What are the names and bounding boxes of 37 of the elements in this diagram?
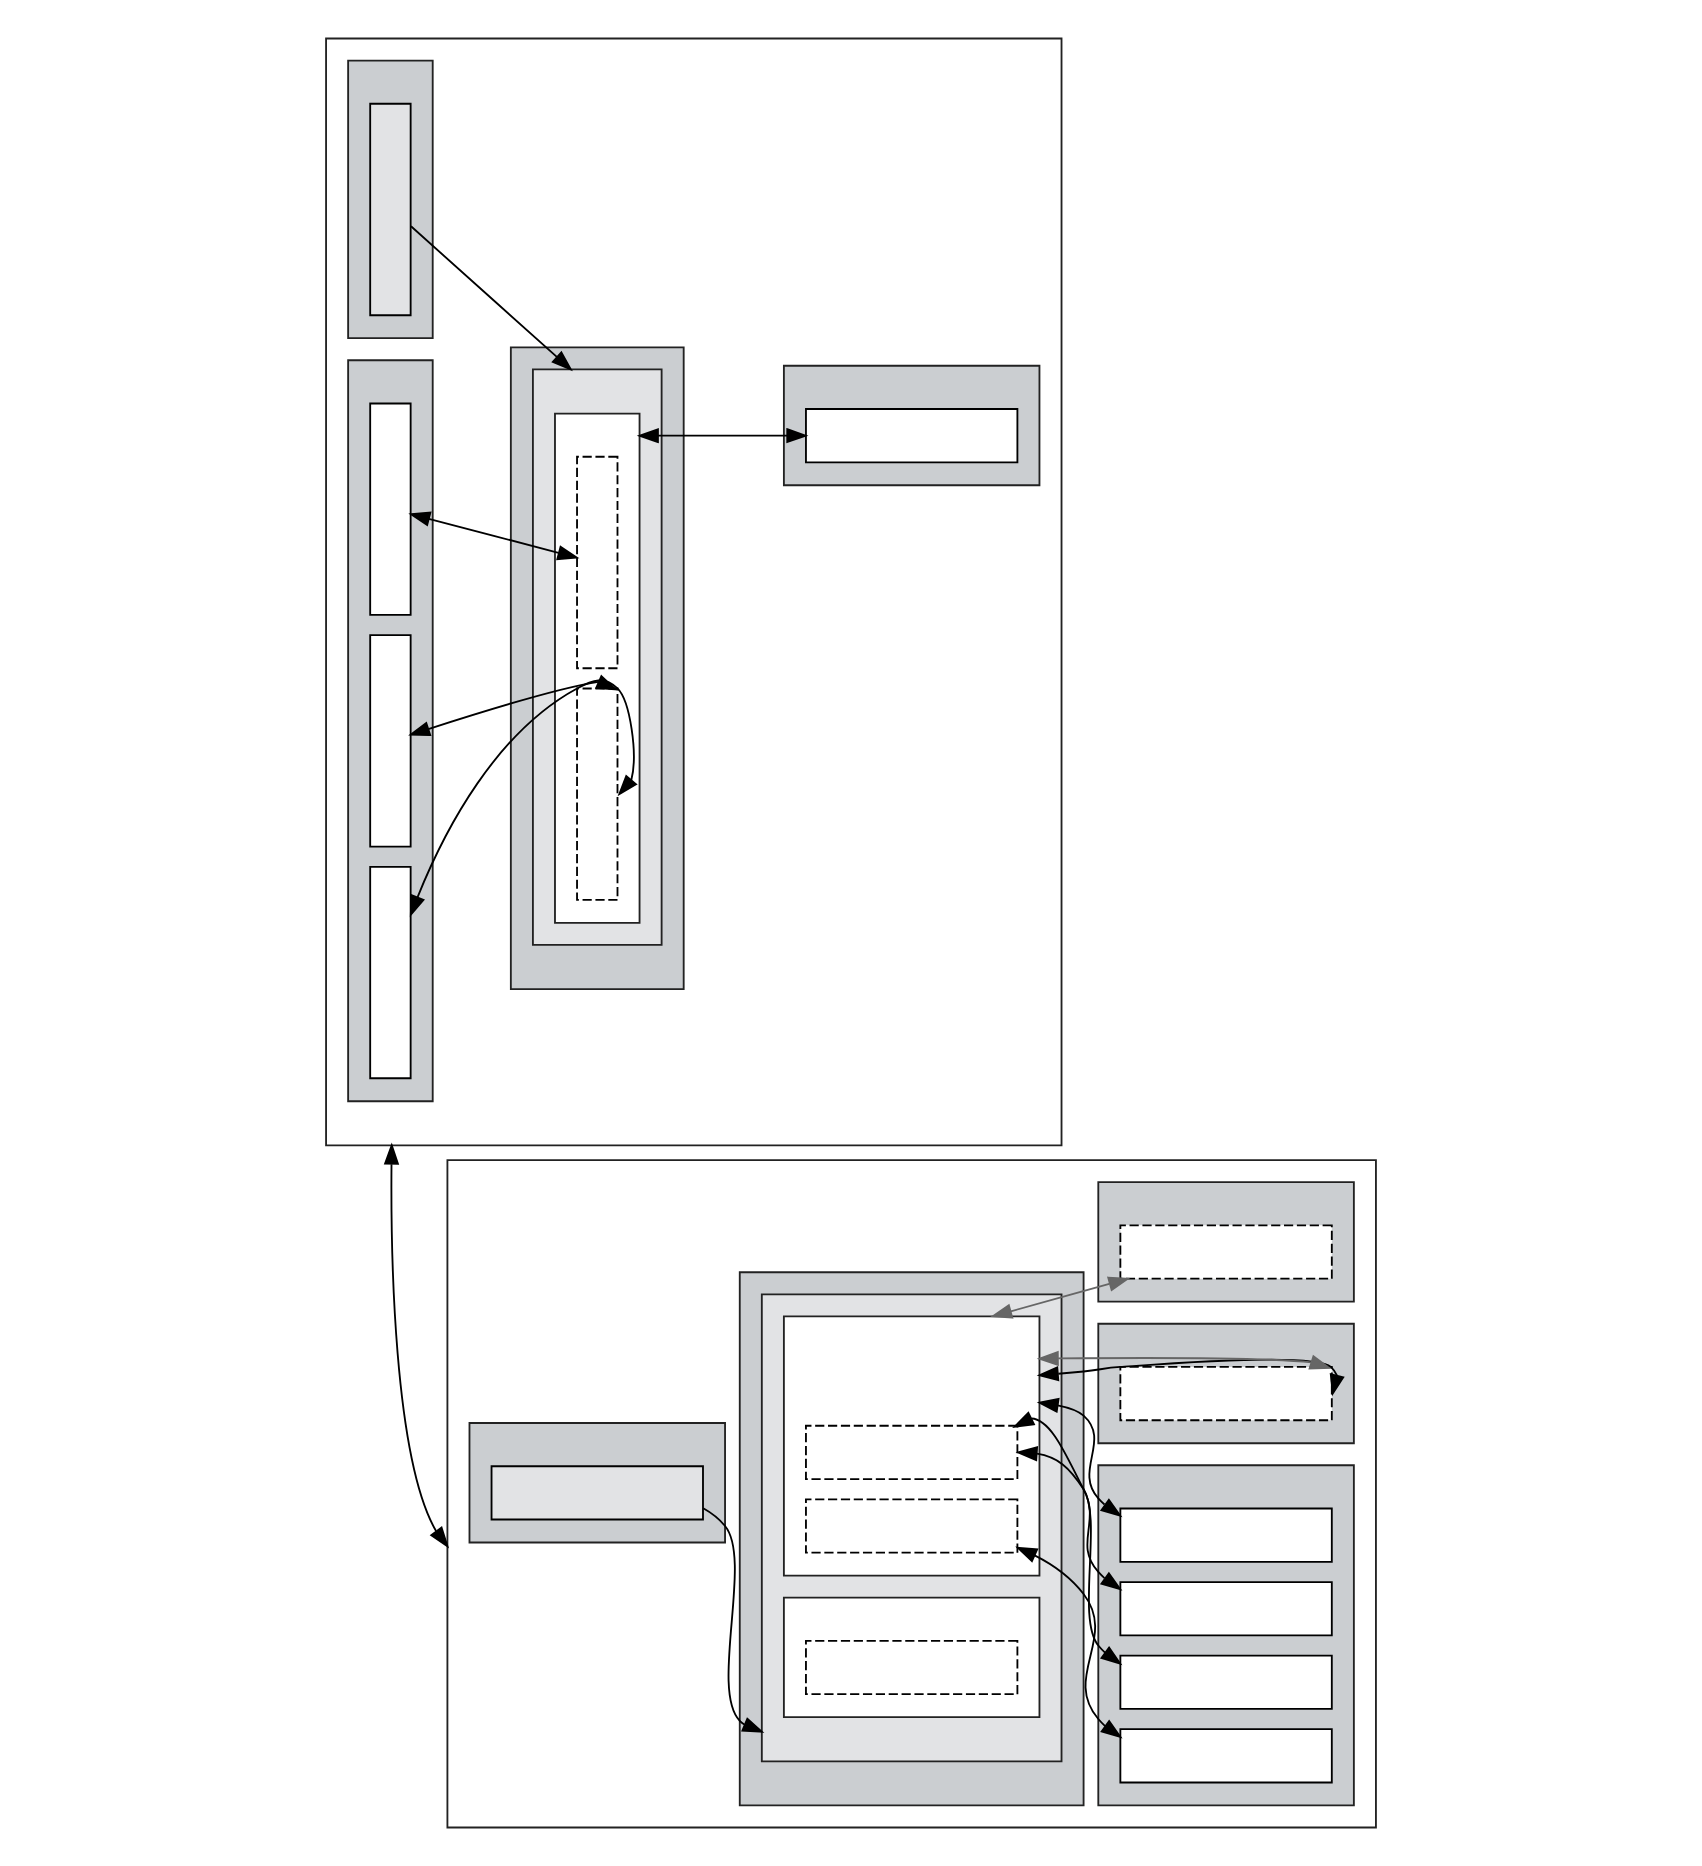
node-box — [805, 1498, 1019, 1554]
cluster — [468, 1422, 726, 1544]
node-box — [490, 1465, 704, 1521]
arrow — [990, 1276, 1131, 1319]
arrow — [1036, 1397, 1123, 1518]
node-bar — [369, 865, 412, 1080]
node-box — [1119, 1728, 1333, 1784]
cluster — [347, 59, 434, 340]
arrow — [636, 427, 809, 444]
node-box — [805, 1639, 1019, 1696]
cluster — [325, 37, 1063, 1147]
node-bar — [369, 402, 412, 616]
arrow — [1015, 1546, 1123, 1739]
node-box — [805, 408, 1019, 464]
arrow — [408, 674, 619, 737]
cluster — [782, 1596, 1041, 1719]
cluster — [446, 1159, 1377, 1829]
arrow — [1015, 1446, 1123, 1666]
node-box — [1119, 1224, 1333, 1280]
arrow — [383, 1142, 450, 1549]
node-box — [1119, 1654, 1333, 1710]
arrow — [1036, 1358, 1345, 1397]
arrow — [1012, 1411, 1123, 1591]
arrow — [408, 511, 580, 561]
node-box — [1119, 1366, 1333, 1422]
node-box — [805, 1424, 1019, 1480]
cluster — [1097, 1181, 1355, 1303]
node-bar — [576, 687, 619, 901]
node-bar — [369, 102, 412, 317]
node-bar — [369, 634, 412, 848]
arrow — [1036, 1350, 1332, 1370]
arrow — [409, 679, 638, 918]
arrow — [702, 1507, 765, 1733]
cluster — [1097, 1322, 1355, 1445]
node-box — [1119, 1581, 1333, 1637]
node-bar — [576, 455, 619, 670]
node-box — [1119, 1507, 1333, 1563]
